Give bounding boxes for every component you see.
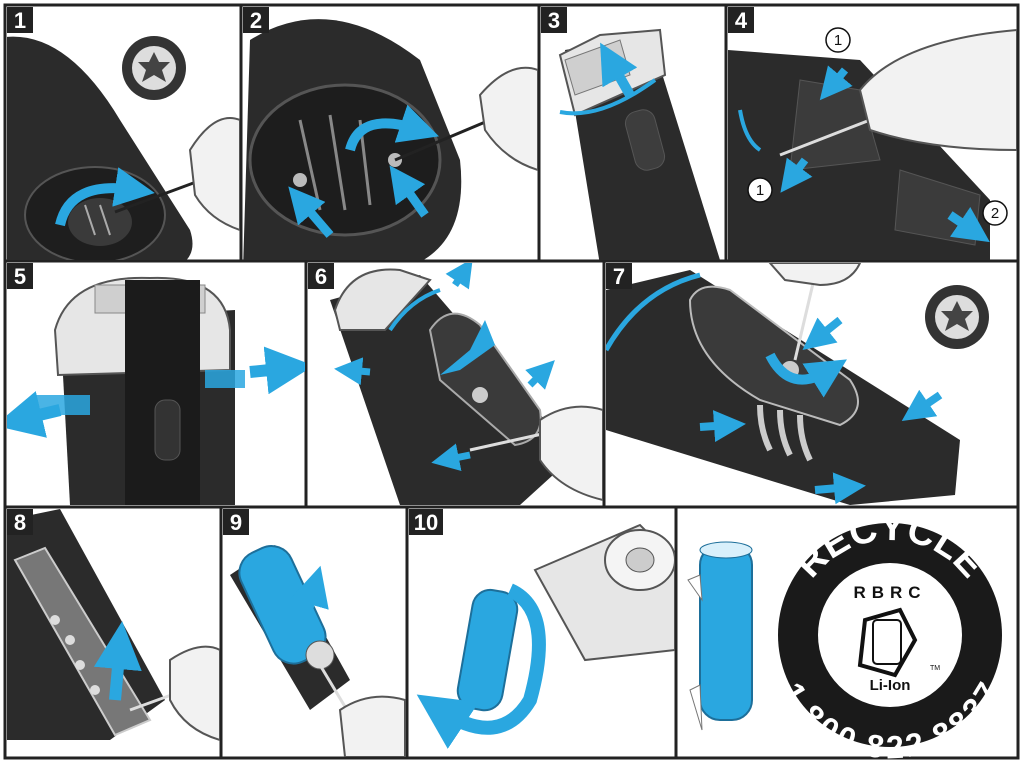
panel-number-8: 8: [14, 510, 26, 535]
hand-icon: [340, 697, 405, 757]
panel-number-2: 2: [250, 8, 262, 33]
torx-screw-icon: [925, 285, 989, 349]
callout-step4-a: 1: [834, 32, 842, 49]
torx-screw-icon: [122, 36, 186, 100]
panel-number-6: 6: [315, 264, 327, 289]
panel-number-1: 1: [14, 8, 26, 33]
callout-step4-b: 1: [756, 182, 764, 199]
seal-trademark: TM: [930, 665, 940, 672]
panel-number-7: 7: [613, 264, 625, 289]
panel-number-4: 4: [735, 8, 748, 33]
seal-chemistry-text: Li-Ion: [870, 677, 911, 694]
panel-number-10: 10: [414, 510, 438, 535]
seal-org-text: RBRC: [853, 583, 926, 602]
panel-number-3: 3: [548, 8, 560, 33]
callout-step4-c: 2: [991, 205, 999, 222]
panel-number-9: 9: [230, 510, 242, 535]
panel-number-5: 5: [14, 264, 26, 289]
